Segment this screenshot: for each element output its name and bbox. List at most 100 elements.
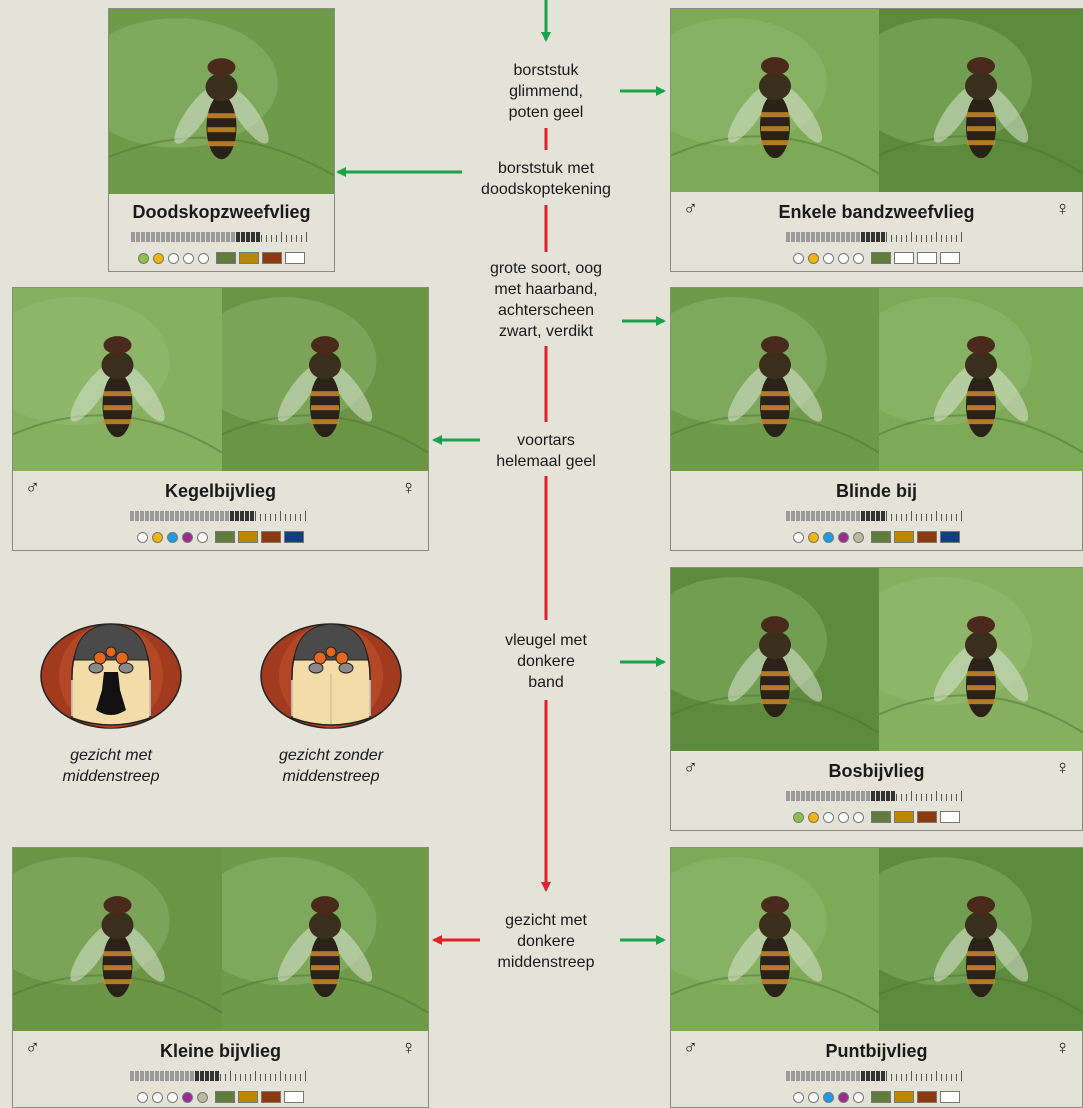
- scale-tick: [861, 1071, 865, 1081]
- scale-tick: [150, 1071, 154, 1081]
- month-square: [285, 252, 305, 264]
- scale-tick: [841, 1071, 845, 1081]
- scale-tick: [831, 1071, 835, 1081]
- scale-tick: [801, 791, 805, 801]
- scale-tick: [916, 235, 917, 242]
- scale-tick: [225, 1074, 226, 1081]
- scale-tick: [135, 1071, 139, 1081]
- species-card-punt[interactable]: ♂ Puntbijvlieg ♀: [670, 847, 1083, 1108]
- scale-tick: [230, 511, 234, 521]
- scale-tick: [160, 1071, 164, 1081]
- scale-tick: [871, 511, 875, 521]
- scale-tick: [931, 1074, 932, 1081]
- habitat-dot: [838, 1092, 849, 1103]
- species-card-bos[interactable]: ♂ Bosbijvlieg ♀: [670, 567, 1083, 831]
- habitat-dot: [182, 532, 193, 543]
- photo-female: [879, 848, 1083, 1031]
- scale-tick: [871, 1071, 875, 1081]
- scale-tick: [226, 232, 230, 242]
- scale-tick: [836, 232, 840, 242]
- scale-tick: [851, 1071, 855, 1081]
- scale-tick: [295, 514, 296, 521]
- habitat-dot: [793, 253, 804, 264]
- fly-photo-illustration: [671, 9, 879, 192]
- scale-tick: [230, 1071, 231, 1081]
- scale-tick: [921, 235, 922, 242]
- species-card-kegel[interactable]: ♂ Kegelbijvlieg ♀: [12, 287, 429, 551]
- month-square: [215, 1091, 235, 1103]
- scale-tick: [305, 511, 306, 521]
- scale-tick: [801, 232, 805, 242]
- scale-tick: [251, 232, 255, 242]
- scale-tick: [876, 232, 880, 242]
- scale-tick: [270, 1074, 271, 1081]
- size-scale-ruler: [784, 231, 970, 243]
- scale-tick: [826, 232, 830, 242]
- size-scale: [671, 231, 1082, 243]
- scale-tick: [946, 1074, 947, 1081]
- month-square: [917, 811, 937, 823]
- scale-tick: [235, 1074, 236, 1081]
- question-line: met haarband,: [470, 279, 622, 300]
- species-card-blinde[interactable]: Blinde bij: [670, 287, 1083, 551]
- scale-tick: [861, 791, 865, 801]
- month-square: [238, 1091, 258, 1103]
- scale-tick: [806, 511, 810, 521]
- scale-tick: [240, 511, 244, 521]
- scale-tick: [821, 1071, 825, 1081]
- caption-line: middenstreep: [30, 766, 192, 787]
- fly-photo-illustration: [13, 288, 222, 471]
- scale-tick: [185, 511, 189, 521]
- scale-tick: [266, 235, 267, 242]
- size-scale: [671, 790, 1082, 802]
- scale-tick: [290, 1074, 291, 1081]
- scale-tick: [150, 511, 154, 521]
- habitat-dot: [853, 253, 864, 264]
- scale-tick: [240, 1074, 241, 1081]
- scale-tick: [215, 511, 219, 521]
- species-card-kleine[interactable]: ♂ Kleine bijvlieg ♀: [12, 847, 429, 1108]
- scale-tick: [160, 511, 164, 521]
- scale-tick: [886, 791, 890, 801]
- scale-tick: [241, 232, 245, 242]
- scale-tick: [235, 511, 239, 521]
- female-symbol: ♀: [1055, 757, 1070, 780]
- caption-line: gezicht zonder: [250, 745, 412, 766]
- scale-tick: [140, 511, 144, 521]
- face-without-stripe-diagram: [258, 620, 404, 730]
- scale-tick: [836, 511, 840, 521]
- scale-tick: [151, 232, 155, 242]
- scale-tick: [256, 232, 260, 242]
- scale-tick: [195, 511, 199, 521]
- scale-tick: [246, 232, 250, 242]
- scale-tick: [881, 232, 885, 242]
- scale-tick: [281, 232, 282, 242]
- scale-tick: [841, 791, 845, 801]
- scale-tick: [165, 1071, 169, 1081]
- scale-tick: [936, 232, 937, 242]
- scale-tick: [891, 1074, 892, 1081]
- question-line: borststuk: [476, 60, 616, 81]
- scale-tick: [305, 1071, 306, 1081]
- scale-tick: [896, 514, 897, 521]
- scale-tick: [851, 791, 855, 801]
- species-card-doodskop[interactable]: Doodskopzweefvlieg: [108, 8, 335, 272]
- habitat-dot: [823, 532, 834, 543]
- scale-tick: [961, 511, 962, 521]
- scale-tick: [811, 511, 815, 521]
- habitat-dot: [808, 1092, 819, 1103]
- caption-line: gezicht met: [30, 745, 192, 766]
- species-card-enkele[interactable]: ♂ Enkele bandzweefvlieg ♀: [670, 8, 1083, 272]
- question-line: achterscheen: [470, 300, 622, 321]
- scale-tick: [901, 514, 902, 521]
- scale-tick: [881, 511, 885, 521]
- habitat-dot: [838, 253, 849, 264]
- scale-tick: [245, 511, 249, 521]
- scale-tick: [145, 1071, 149, 1081]
- scale-tick: [941, 235, 942, 242]
- color-swatches: [13, 531, 428, 543]
- scale-tick: [891, 514, 892, 521]
- caption-line: middenstreep: [250, 766, 412, 787]
- species-name: Kegelbijvlieg: [13, 481, 428, 502]
- month-square: [284, 1091, 304, 1103]
